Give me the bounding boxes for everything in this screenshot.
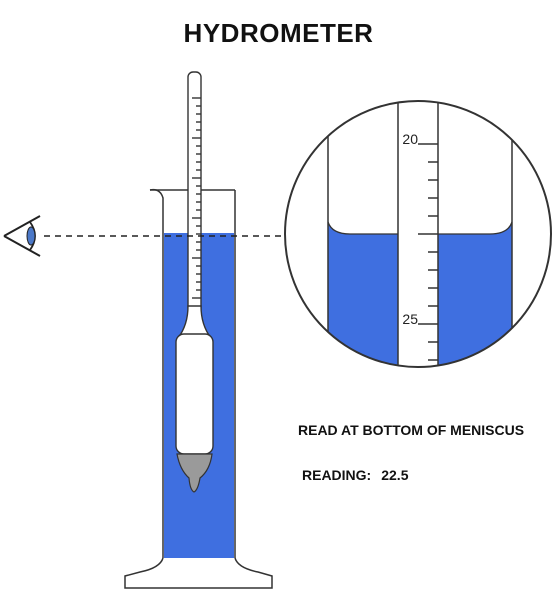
reading-row: READING: 22.5 (302, 467, 408, 483)
magnifier-outline (284, 100, 552, 368)
reading-value: 22.5 (381, 467, 409, 483)
scale-label-25: 25 (402, 311, 418, 327)
diagram-title: HYDROMETER (183, 18, 374, 48)
hydrometer-weight (176, 453, 213, 493)
magnified-view: 20 25 (284, 100, 552, 368)
cylinder-base (124, 557, 273, 589)
hydrometer-stem (187, 71, 202, 313)
eye-iris (26, 226, 36, 246)
magnified-liquid-right (438, 222, 512, 367)
reading-label: READING: (302, 467, 372, 483)
magnified-liquid-left (328, 222, 398, 367)
hydrometer-bulb (175, 333, 214, 455)
instruction-text: READ AT BOTTOM OF MENISCUS (298, 422, 525, 438)
magnified-scale-ticks (418, 143, 438, 361)
scale-label-20: 20 (402, 131, 418, 147)
hydrometer-stem-scale (192, 97, 201, 299)
magnified-meniscus-left (327, 221, 398, 235)
eye-icon (3, 215, 41, 257)
hydrometer-float (175, 71, 214, 493)
magnified-meniscus-right (438, 221, 513, 235)
